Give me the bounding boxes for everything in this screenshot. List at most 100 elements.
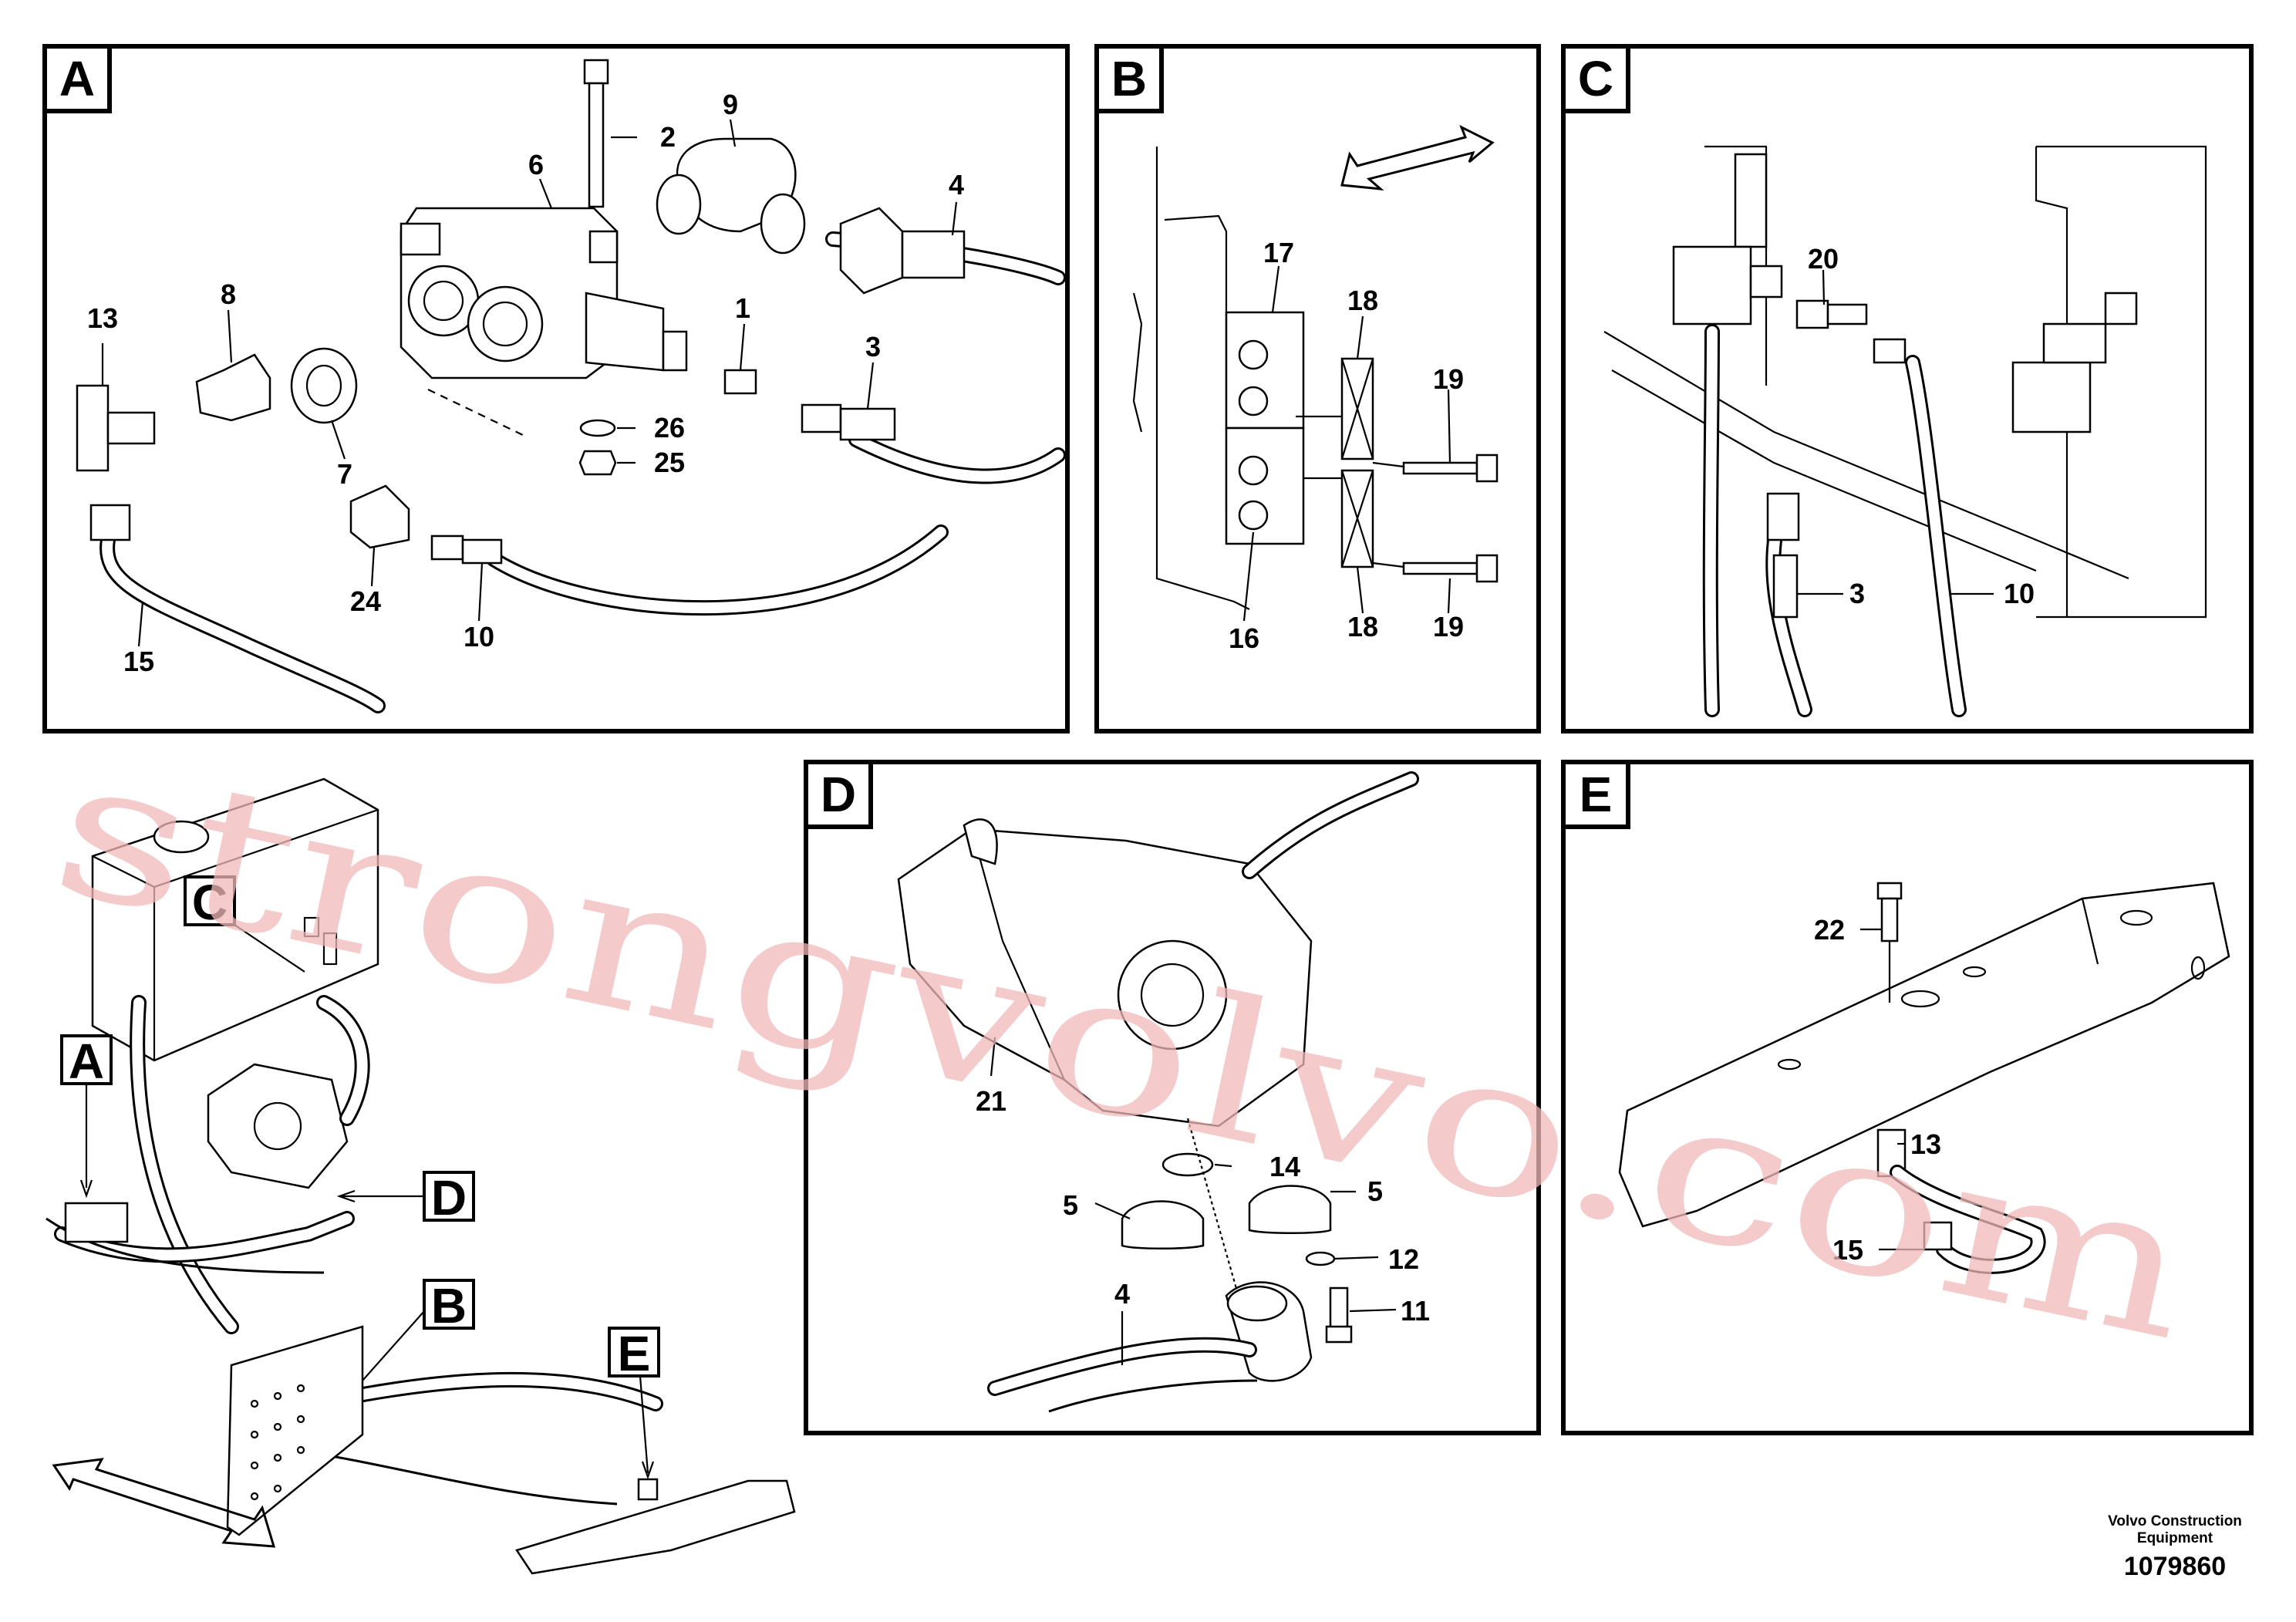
- callout-14: 14: [1269, 1151, 1300, 1182]
- overview-beam: [515, 1479, 796, 1575]
- overview-valve: [64, 1202, 129, 1243]
- callout-5-left: 5: [1063, 1189, 1078, 1221]
- callout-18-bottom: 18: [1347, 611, 1378, 642]
- panel-d: D 21 14 5 5 1: [804, 760, 1541, 1435]
- callout-20: 20: [1808, 243, 1839, 275]
- callout-8: 8: [221, 278, 236, 310]
- washer-26: [579, 419, 616, 437]
- clamp-17: [1225, 311, 1305, 430]
- plate-c: [1734, 153, 1768, 248]
- overview-label-a: A: [69, 1034, 104, 1089]
- callout-4-d: 4: [1114, 1278, 1130, 1310]
- callout-26: 26: [654, 412, 685, 443]
- callout-16: 16: [1229, 622, 1259, 654]
- fitting-15-e: [1923, 1221, 1953, 1251]
- bolt-19-bottom: [1402, 561, 1478, 575]
- callout-13: 13: [87, 302, 118, 334]
- adapter-8: [195, 353, 271, 422]
- fitting-7: [290, 347, 358, 424]
- footer: Volvo Construction Equipment 1079860: [2108, 1513, 2242, 1581]
- bolt-19-top: [1402, 461, 1478, 475]
- valve-c: [1672, 245, 1752, 325]
- valve-port-main: [467, 285, 544, 363]
- washer-12: [1305, 1251, 1336, 1266]
- elbow-24: [349, 484, 410, 549]
- panel-a-frame: [42, 44, 1070, 733]
- tank-c: [1704, 145, 2207, 619]
- tee-13-branch: [106, 411, 156, 445]
- fitting-3-sleeve: [839, 407, 896, 441]
- overview-pump: [207, 1063, 349, 1189]
- fitting-3-c: [1766, 492, 1800, 541]
- panel-d-label-box: [804, 760, 873, 829]
- callout-19-bottom: 19: [1433, 611, 1464, 642]
- callout-25: 25: [654, 447, 685, 478]
- fitting-4-sleeve: [901, 230, 966, 279]
- frame-beam-e: [1618, 882, 2230, 1228]
- valve-c-right: [2011, 361, 2092, 433]
- panel-a: A: [42, 44, 1070, 733]
- overview-assembly: A C D B E: [46, 777, 796, 1575]
- overview-label-e: E: [618, 1326, 651, 1381]
- callout-15: 15: [123, 646, 154, 677]
- bracket-plate-b: [1155, 147, 1250, 610]
- valve-cartridge: [585, 292, 665, 372]
- panel-a-label: A: [59, 51, 95, 106]
- panel-b-label: B: [1111, 51, 1147, 106]
- callout-9: 9: [723, 89, 738, 120]
- fitting-22: [1876, 882, 1903, 900]
- callout-12: 12: [1388, 1243, 1419, 1275]
- callout-11: 11: [1401, 1295, 1430, 1327]
- panel-b: B 17 18 19 16 18: [1094, 44, 1541, 733]
- panel-c-label: C: [1578, 51, 1613, 106]
- callout-3-c: 3: [1849, 578, 1865, 609]
- pump-port: [1117, 939, 1228, 1050]
- panel-e: E 22 13 15: [1561, 760, 2254, 1435]
- fitting-10-nut: [430, 534, 464, 561]
- fitting-3-nut: [801, 403, 842, 433]
- callout-22: 22: [1814, 914, 1845, 946]
- panel-c: C 20 3 10: [1561, 44, 2254, 733]
- valve-nose: [662, 330, 688, 372]
- bolt-2-shank: [588, 82, 605, 208]
- panel-c-label-box: [1561, 44, 1630, 113]
- panel-e-frame: [1561, 760, 2254, 1435]
- pump-21: [897, 828, 1313, 1128]
- callout-10-c: 10: [2004, 578, 2035, 609]
- valve-boss-left: [400, 222, 441, 256]
- footer-doc-number: 1079860: [2124, 1552, 2226, 1581]
- callout-15-e: 15: [1832, 1234, 1863, 1266]
- panel-a-label-box: [42, 44, 112, 113]
- panel-b-frame: [1094, 44, 1541, 733]
- callout-6: 6: [528, 149, 544, 180]
- callout-18-top: 18: [1347, 285, 1378, 316]
- footer-company-line1: Volvo Construction: [2108, 1513, 2242, 1529]
- callout-4: 4: [949, 169, 964, 201]
- callout-10: 10: [464, 621, 494, 653]
- clamp-16: [1225, 427, 1305, 545]
- callout-19-top: 19: [1433, 363, 1464, 395]
- nut-25: [578, 450, 617, 476]
- elbow-9-port: [656, 174, 702, 235]
- overview-direction-arrow: [52, 1458, 276, 1548]
- direction-arrow-b: [1340, 124, 1495, 191]
- panel-e-label: E: [1580, 767, 1613, 822]
- panel-c-frame: [1561, 44, 2254, 733]
- clamp-half-5-left: [1121, 1200, 1205, 1249]
- clamp-half-5-right: [1248, 1185, 1332, 1234]
- callout-7: 7: [337, 458, 352, 490]
- callout-5-right: 5: [1367, 1175, 1383, 1207]
- fitting-15-nut: [89, 504, 131, 541]
- tee-13-body: [76, 384, 110, 472]
- fitting-20: [1795, 299, 1829, 329]
- o-ring-14: [1161, 1152, 1214, 1177]
- overview-label-d: D: [431, 1170, 467, 1226]
- callout-2: 2: [660, 121, 676, 153]
- footer-company-line2: Equipment: [2137, 1530, 2213, 1546]
- overview-label-c: C: [192, 875, 228, 930]
- bolt-2-head: [583, 59, 609, 85]
- callout-1: 1: [735, 292, 750, 324]
- fitting-10-sleeve: [461, 538, 503, 565]
- panel-e-label-box: [1561, 760, 1630, 829]
